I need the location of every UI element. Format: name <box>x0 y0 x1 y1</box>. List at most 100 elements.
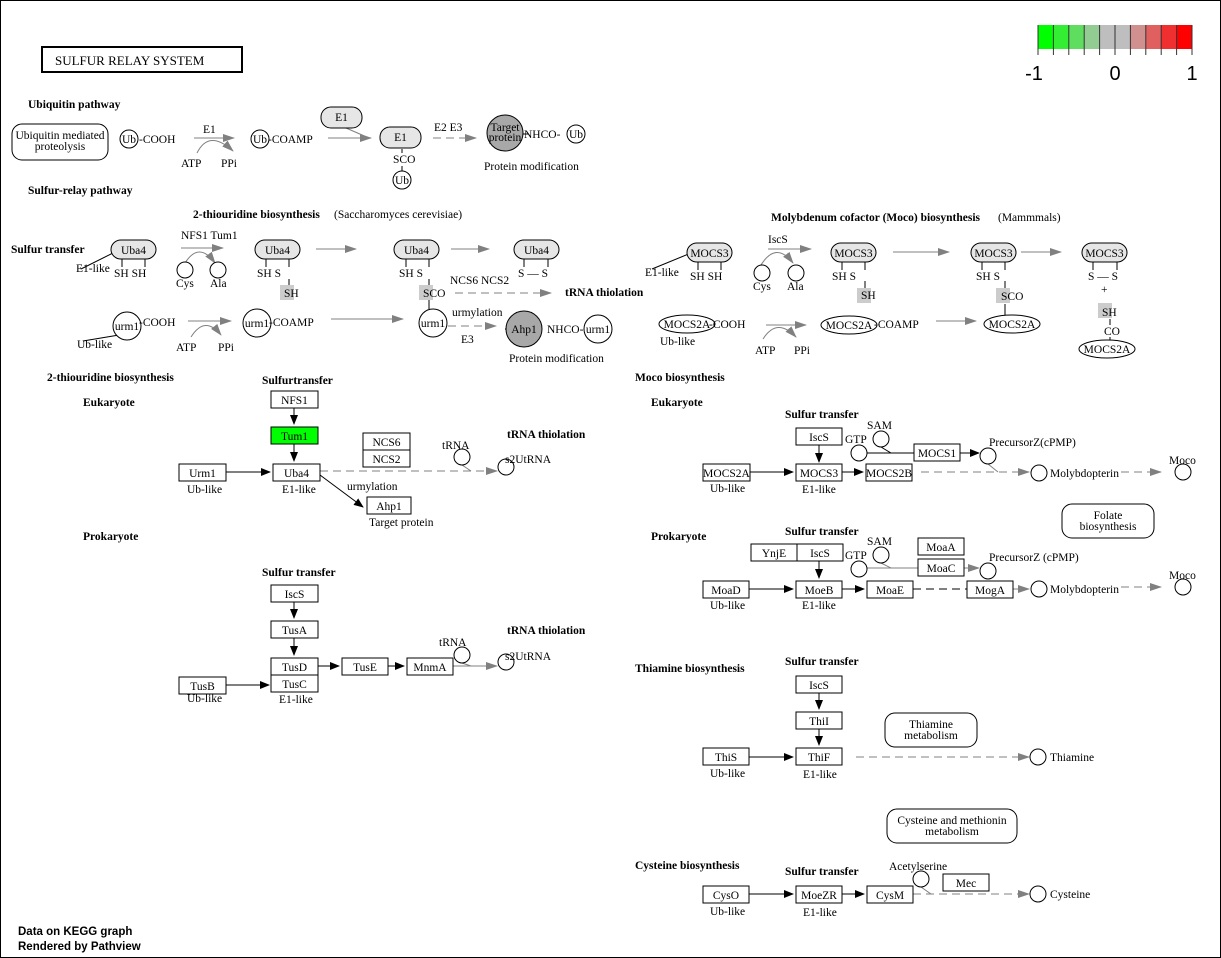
cys-ala-curve-m <box>760 251 794 266</box>
label-eukaryote-1: Eukaryote <box>83 397 135 409</box>
node-mocs3-r3[interactable]: MOCS3 <box>970 242 1017 263</box>
compound-gtp[interactable] <box>850 560 868 578</box>
gene-label: MOCS1 <box>918 448 957 460</box>
node-label: Ahp1 <box>511 324 537 336</box>
node-mocs3-r2[interactable]: MOCS3 <box>830 242 877 263</box>
gene-box-urm1[interactable]: Urm1 <box>178 463 227 482</box>
gene-box-mocs2b-me[interactable]: MOCS2B <box>865 463 913 482</box>
compound-s2utrna[interactable] <box>497 458 515 476</box>
compound-ala[interactable] <box>787 264 805 282</box>
node-ahp1-c[interactable]: Ahp1 <box>505 310 543 348</box>
gene-box-iscs-mp[interactable]: IscS <box>796 543 844 562</box>
gene-box-iscs-me[interactable]: IscS <box>795 427 843 446</box>
compound-moco[interactable] <box>1174 578 1192 596</box>
gene-box-moga[interactable]: MogA <box>966 580 1014 599</box>
gene-box-tum1[interactable]: Tum1 <box>270 426 319 445</box>
node-ub-2[interactable]: Ub <box>250 129 270 149</box>
gene-box-moac[interactable]: MoaC <box>917 558 965 577</box>
gene-box-tuse[interactable]: TusE <box>341 657 389 676</box>
gene-box-uba4[interactable]: Uba4 <box>272 463 321 482</box>
node-uba4-r4[interactable]: Uba4 <box>513 239 560 260</box>
node-uba4-r1[interactable]: Uba4 <box>110 239 157 260</box>
gene-box-mocs1-me[interactable]: MOCS1 <box>913 443 961 462</box>
compound-sam[interactable] <box>872 546 890 564</box>
gene-box-nfs1[interactable]: NFS1 <box>270 390 319 409</box>
compound-sam[interactable] <box>872 430 890 448</box>
node-mocs3-r1[interactable]: MOCS3 <box>686 242 733 263</box>
node-label: Uba4 <box>265 245 290 257</box>
node-ub-1[interactable]: Ub <box>119 129 139 149</box>
label-gtp-mp: GTP <box>845 550 867 562</box>
gene-box-cysm[interactable]: CysM <box>866 885 914 904</box>
gene-box-tusc[interactable]: TusC <box>270 674 319 693</box>
label-ala-1: Ala <box>210 278 227 290</box>
gene-box-cyso[interactable]: CysO <box>702 885 750 904</box>
node-ub-3[interactable]: Ub <box>566 124 586 144</box>
node-mocs2a-e4[interactable]: MOCS2A <box>1078 339 1136 359</box>
compound-molybdopterin[interactable] <box>1030 580 1048 598</box>
node-e1-top[interactable]: E1 <box>320 106 363 129</box>
gene-box-mocs2a-me[interactable]: MOCS2A <box>702 463 751 482</box>
node-mocs3-r4[interactable]: MOCS3 <box>1081 242 1128 263</box>
node-mocs2a-e3[interactable]: MOCS2A <box>983 314 1041 334</box>
gene-box-this[interactable]: ThiS <box>702 747 750 766</box>
title-box: SULFUR RELAY SYSTEM <box>41 46 243 73</box>
compound-gtp[interactable] <box>850 444 868 462</box>
gene-box-tusd[interactable]: TusD <box>270 657 319 676</box>
compound-thiamine[interactable] <box>1029 748 1047 766</box>
node-mocs2a-e1[interactable]: MOCS2A <box>658 314 716 334</box>
gene-box-moezr[interactable]: MoeZR <box>795 885 843 904</box>
gene-box-tusa[interactable]: TusA <box>270 620 319 639</box>
compound-cys[interactable] <box>176 261 194 279</box>
compound-precursorz[interactable] <box>979 562 997 580</box>
gene-box-moaa[interactable]: MoaA <box>917 537 965 556</box>
gene-box-iscs-th[interactable]: IscS <box>795 675 843 694</box>
compound-ala[interactable] <box>209 261 227 279</box>
gene-box-ncs6[interactable]: NCS6 <box>362 432 411 451</box>
node-ub-4[interactable]: Ub <box>392 170 412 190</box>
gene-box-mocs3-me[interactable]: MOCS3 <box>795 463 843 482</box>
compound-precursorz[interactable] <box>979 447 997 465</box>
gene-box-ynje[interactable]: YnjE <box>750 543 798 562</box>
compound-trna[interactable] <box>453 646 471 664</box>
node-uba4-r2[interactable]: Uba4 <box>254 239 301 260</box>
label-sh-m4: SH <box>1102 307 1117 319</box>
node-label: urm1 <box>115 321 140 333</box>
compound-cys[interactable] <box>753 264 771 282</box>
gene-box-ncs2[interactable]: NCS2 <box>362 449 411 468</box>
compound-cysteine[interactable] <box>1029 885 1047 903</box>
gene-box-moad[interactable]: MoaD <box>702 580 750 599</box>
node-mocs2a-e2[interactable]: MOCS2A <box>820 315 878 335</box>
compound-trna[interactable] <box>453 448 471 466</box>
node-urm1-c2[interactable]: urm1 <box>242 308 272 338</box>
gene-label: TusC <box>282 679 307 691</box>
node-urm1-c4[interactable]: urm1 <box>583 314 613 344</box>
gene-box-moae[interactable]: MoaE <box>866 580 914 599</box>
label-e3-1: E3 <box>461 334 474 346</box>
footer-rendered-by: Rendered by Pathview <box>18 941 141 953</box>
compound-molybdopterin[interactable] <box>1030 464 1048 482</box>
gene-box-tusb[interactable]: TusB <box>178 676 227 695</box>
node-urm1-c3[interactable]: urm1 <box>418 308 448 338</box>
node-e1-mid[interactable]: E1 <box>379 126 422 149</box>
gene-box-thii[interactable]: ThiI <box>795 711 843 730</box>
compound-acetylserine[interactable] <box>912 870 930 888</box>
node-uba4-r3[interactable]: Uba4 <box>393 239 440 260</box>
label-sh-sh-1: SH SH <box>114 268 146 280</box>
gene-box-moeb[interactable]: MoeB <box>795 580 843 599</box>
gene-box-thif[interactable]: ThiF <box>795 747 843 766</box>
label-urm1-cooh: -COOH <box>139 317 175 329</box>
compound-moco[interactable] <box>1174 463 1192 481</box>
node-urm1-c1[interactable]: urm1 <box>112 311 142 341</box>
gene-box-ahp1[interactable]: Ahp1 <box>366 496 412 515</box>
gene-box-iscs-p1[interactable]: IscS <box>270 584 319 603</box>
compound-s2utrna[interactable] <box>497 653 515 671</box>
gene-box-mec[interactable]: Mec <box>942 873 990 892</box>
gene-box-mnma[interactable]: MnmA <box>406 657 454 676</box>
